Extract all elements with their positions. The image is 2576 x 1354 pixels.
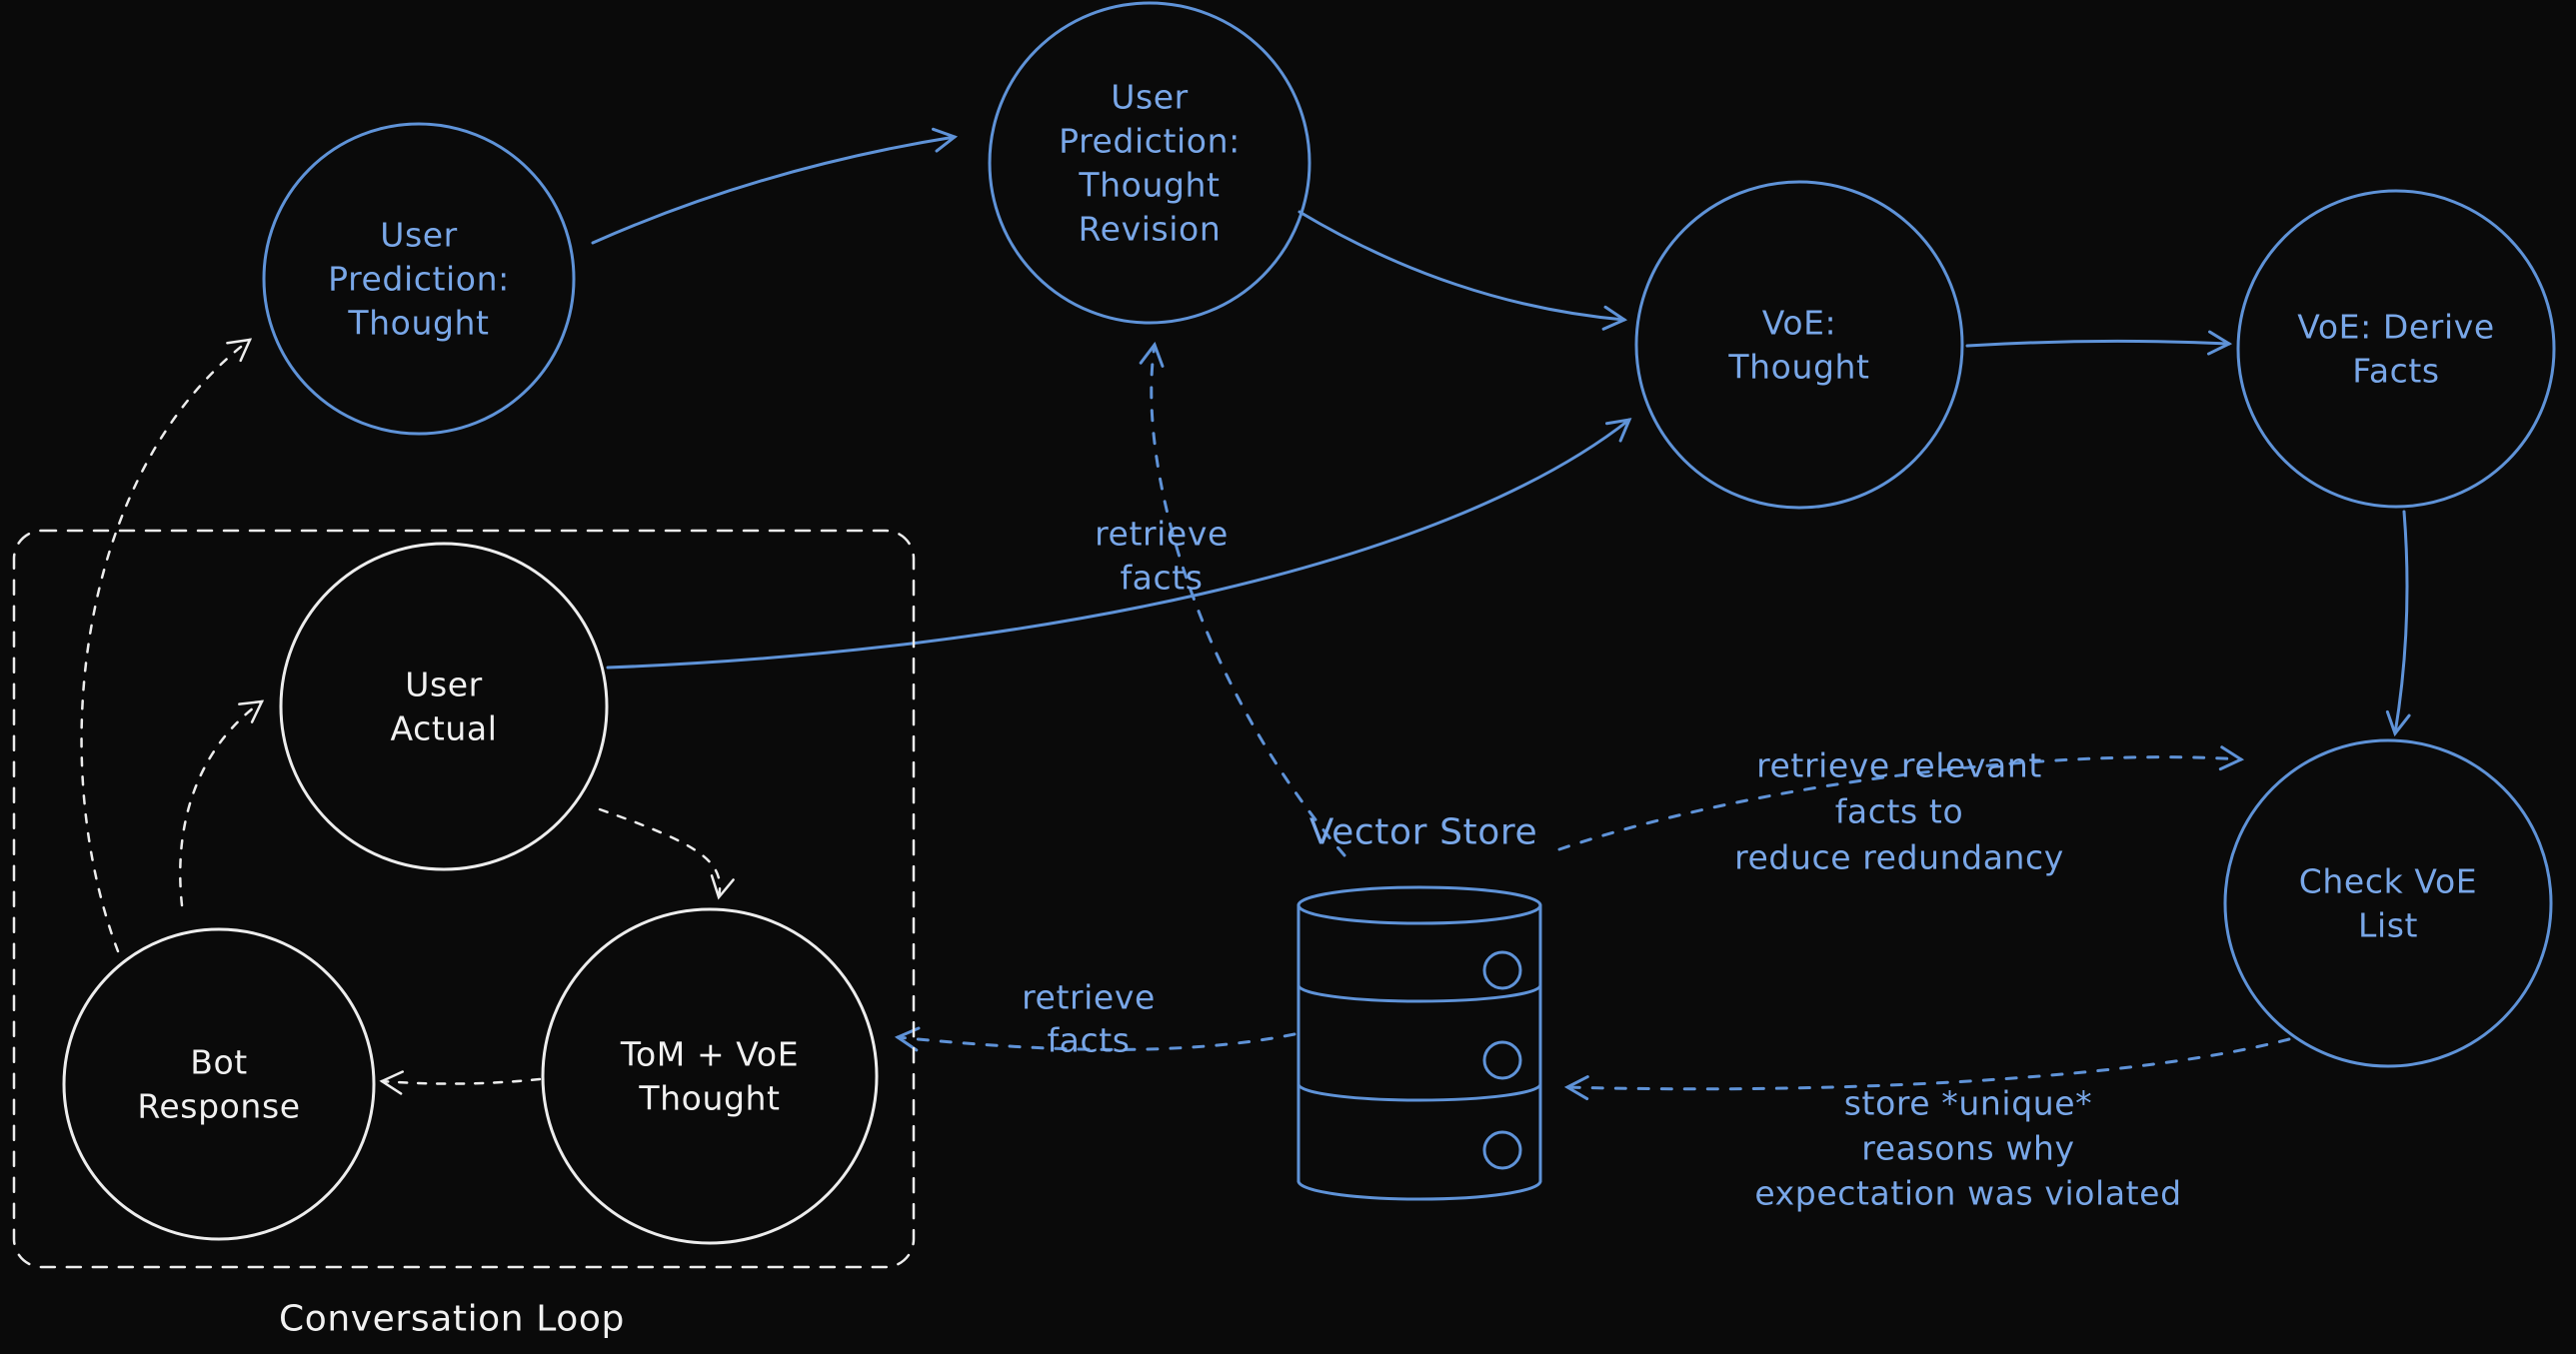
cylinder-dot-icon	[1482, 1040, 1522, 1080]
node-bot-response: Bot Response	[62, 927, 376, 1241]
node-circle	[2223, 738, 2553, 1068]
node-label-line: Actual	[391, 709, 498, 748]
node-circle	[62, 927, 376, 1241]
arrow-bot-response-to-user-actual	[179, 699, 265, 907]
node-label-line: User	[405, 666, 483, 704]
edge-label-line: reduce redundancy	[1734, 838, 2064, 877]
node-label-line: Check VoE	[2299, 862, 2477, 901]
arrow-user-actual-to-voe-thought	[606, 418, 1632, 670]
node-label-line: Thought	[638, 1079, 780, 1118]
node-circle	[262, 122, 576, 436]
arrow-tom-to-bot-response	[379, 1070, 542, 1095]
node-label-line: Revision	[1079, 210, 1222, 249]
arrow-store-to-revision-retrieve-facts	[1139, 341, 1346, 857]
node-label-line: User	[380, 216, 458, 255]
node-circle	[541, 907, 879, 1245]
edge-label-line: facts	[1120, 559, 1203, 598]
cylinder-bottom	[1296, 1179, 1542, 1201]
edge-label-line: facts to	[1835, 792, 1964, 831]
label-retrieve-facts-top: retrieve facts	[1095, 515, 1229, 598]
node-user-prediction-thought-revision: User Prediction: Thought Revision	[988, 1, 1311, 325]
arrow-revision-to-voe-thought	[1297, 210, 1628, 331]
node-voe-thought: VoE: Thought	[1634, 180, 1964, 510]
node-circle	[988, 1, 1311, 325]
edge-label-line: retrieve	[1095, 515, 1229, 554]
conversation-loop-group: Conversation Loop	[12, 529, 916, 1340]
vector-store: Vector Store	[1296, 812, 1542, 1201]
conversation-loop-boundary	[12, 529, 916, 1269]
node-label-line: Prediction:	[328, 260, 510, 299]
node-label-line: List	[2358, 906, 2418, 945]
node-user-actual: User Actual	[279, 542, 609, 871]
edge-label-line: reasons why	[1861, 1129, 2074, 1168]
node-check-voe-list: Check VoE List	[2223, 738, 2553, 1068]
node-label-line: Thought	[1727, 348, 1869, 387]
node-circle	[2236, 189, 2556, 509]
arrow-check-list-to-store-unique	[1563, 1037, 2291, 1101]
node-user-prediction-thought: User Prediction: Thought	[262, 122, 576, 436]
edge-label-line: retrieve relevant	[1756, 746, 2042, 785]
node-label-line: VoE:	[1762, 304, 1837, 343]
conversation-loop-label: Conversation Loop	[279, 1299, 625, 1340]
node-circle	[1634, 180, 1964, 510]
arrow-derive-facts-to-check-list	[2385, 510, 2411, 737]
node-label-line: User	[1111, 78, 1189, 117]
edge-label-line: store *unique*	[1844, 1084, 2093, 1123]
node-label-line: Thought	[1078, 166, 1220, 205]
edge-label-line: retrieve	[1022, 978, 1156, 1017]
node-tom-voe-thought: ToM + VoE Thought	[541, 907, 879, 1245]
cylinder-divider	[1296, 1082, 1542, 1102]
label-store-unique-reasons: store *unique* reasons why expectation w…	[1754, 1084, 2181, 1213]
edge-label-line: expectation was violated	[1754, 1174, 2181, 1213]
node-circle	[279, 542, 609, 871]
arrow-loop-to-user-prediction	[80, 338, 253, 953]
node-label-line: Prediction:	[1059, 122, 1241, 161]
label-retrieve-relevant-facts: retrieve relevant facts to reduce redund…	[1734, 746, 2064, 877]
arrow-prediction-to-revision	[591, 127, 959, 245]
node-label-line: Response	[137, 1087, 300, 1126]
node-label-line: ToM + VoE	[620, 1035, 799, 1074]
arrow-store-to-tom-retrieve-facts	[894, 1026, 1296, 1052]
cylinder-dot-icon	[1482, 1130, 1522, 1170]
node-label-line: Thought	[347, 304, 489, 343]
edge-label-line: facts	[1047, 1021, 1130, 1060]
node-voe-derive-facts: VoE: Derive Facts	[2236, 189, 2556, 509]
label-retrieve-facts-left: retrieve facts	[1022, 978, 1156, 1060]
cylinder-dot-icon	[1482, 950, 1522, 990]
arrow-store-to-check-list-retrieve-relevant	[1557, 745, 2245, 851]
node-label-line: Facts	[2352, 352, 2439, 391]
cylinder-top	[1296, 885, 1542, 925]
cylinder-divider	[1296, 983, 1542, 1003]
node-label-line: VoE: Derive	[2297, 308, 2495, 347]
node-label-line: Bot	[190, 1043, 248, 1082]
arrow-user-actual-to-tom	[598, 807, 735, 900]
vector-store-label: Vector Store	[1309, 812, 1538, 853]
arrow-voe-thought-to-derive-facts	[1965, 330, 2233, 356]
